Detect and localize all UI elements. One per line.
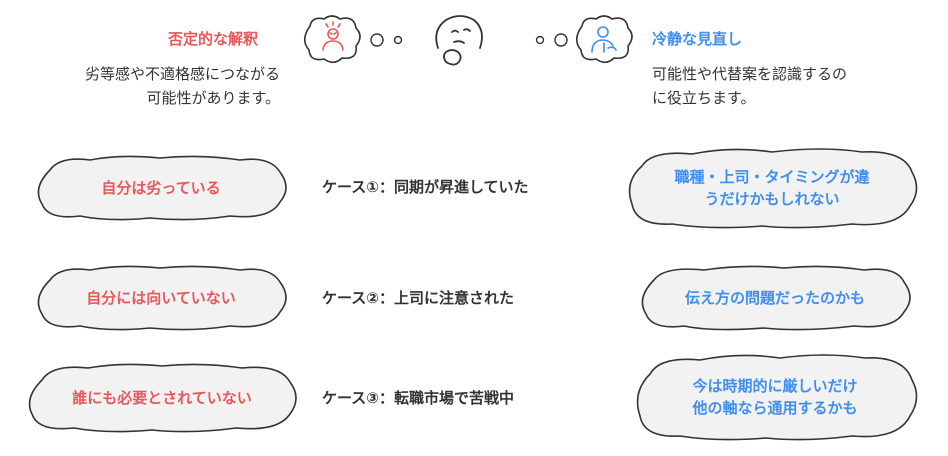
case-label-3: ケース③：転職市場で苦戦中 — [322, 389, 514, 407]
negative-thought-cloud-2: 自分には向いていない — [30, 262, 292, 334]
positive-thought-line-1b: うだけかもしれない — [704, 190, 840, 208]
positive-desc-line-2: に役立ちます。 — [652, 89, 756, 107]
negative-thought-text-2: 自分には向いていない — [86, 289, 236, 307]
positive-thought-cloud-2: 伝え方の問題だったのかも — [634, 262, 916, 334]
case-label-1: ケース①：同期が昇進していた — [322, 178, 529, 196]
negative-desc-line-1: 劣等感や不適格感につながる — [84, 65, 280, 83]
negative-thought-cloud-3: 誰にも必要とされていない — [22, 360, 302, 436]
negative-thought-text-3: 誰にも必要とされていない — [72, 389, 252, 407]
negative-thought-cloud-1: 自分は劣っている — [30, 152, 292, 224]
calm-review-description: 可能性や代替案を認識するの に役立ちます。 — [652, 62, 922, 110]
negative-desc-line-2: 可能性があります。 — [146, 89, 280, 107]
positive-desc-line-1: 可能性や代替案を認識するの — [652, 65, 848, 83]
positive-thought-text-2: 伝え方の問題だったのかも — [684, 289, 865, 307]
calm-review-title: 冷静な見直し — [652, 30, 743, 48]
negative-interpretation-description: 劣等感や不適格感につながる 可能性があります。 — [28, 62, 280, 110]
case-label-2: ケース②：上司に注意された — [322, 289, 514, 307]
thinking-face-icon — [435, 15, 483, 66]
thought-dots-right-icon — [535, 33, 568, 47]
positive-thought-text-1: 職種・上司・タイミングが違 うだけかもしれない — [622, 144, 922, 232]
positive-thought-text-3: 今は時期的に厳しいだけ 他の軸なら通用するかも — [630, 350, 920, 444]
positive-thought-line-1a: 職種・上司・タイミングが違 — [674, 168, 870, 186]
thought-dots-left-icon — [370, 33, 403, 47]
negative-interpretation-title: 否定的な解釈 — [168, 30, 259, 48]
positive-thought-cloud-3: 今は時期的に厳しいだけ 他の軸なら通用するかも — [630, 350, 920, 444]
calm-person-icon — [575, 15, 633, 64]
positive-thought-line-3b: 他の軸なら通用するかも — [692, 399, 858, 417]
positive-thought-cloud-1: 職種・上司・タイミングが違 うだけかもしれない — [622, 144, 922, 232]
negative-thought-text-1: 自分は劣っている — [101, 179, 221, 197]
positive-thought-line-3a: 今は時期的に厳しいだけ — [692, 377, 858, 395]
upset-person-icon — [303, 15, 361, 64]
